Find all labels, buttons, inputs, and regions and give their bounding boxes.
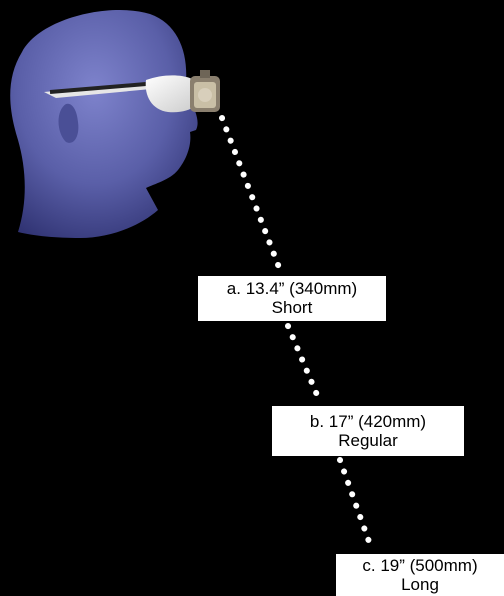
distance-label-long-value: c. 19” (500mm) — [340, 556, 500, 575]
distance-label-regular-value: b. 17” (420mm) — [276, 412, 460, 431]
distance-label-long: c. 19” (500mm) Long — [336, 554, 504, 596]
head-profile-icon — [10, 10, 197, 238]
distance-label-short: a. 13.4” (340mm) Short — [198, 276, 386, 321]
loupe-glasses-icon — [190, 70, 220, 112]
distance-label-regular-name: Regular — [276, 431, 460, 450]
distance-dotted-line — [222, 118, 372, 550]
distance-label-short-value: a. 13.4” (340mm) — [202, 279, 382, 298]
distance-label-regular: b. 17” (420mm) Regular — [272, 406, 464, 456]
distance-label-long-name: Long — [340, 575, 500, 594]
distance-label-short-name: Short — [202, 298, 382, 317]
